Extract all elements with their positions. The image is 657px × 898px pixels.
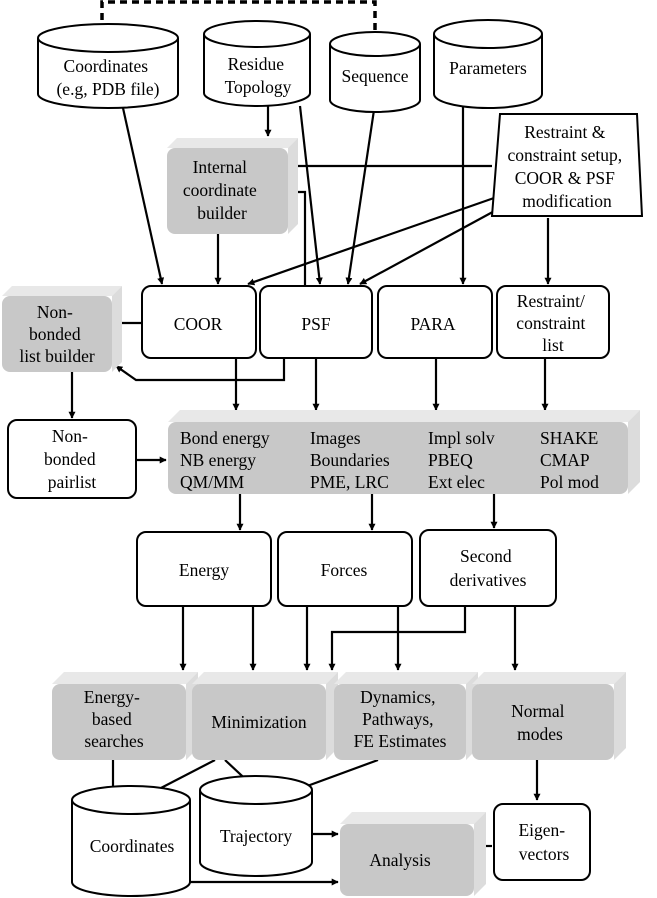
box-para: PARA (377, 285, 493, 359)
cylinder-residue-topology: Residue Topology (203, 20, 311, 107)
box-normal-modes: Normal modes (472, 672, 626, 760)
label-internal-coordinate-builder: Internal coordinate builder (183, 157, 261, 223)
label-nonbonded-pairlist: Non- bonded pairlist (44, 426, 100, 492)
box-second-derivatives: Second derivatives (419, 529, 557, 607)
box-internal-coordinate-builder: Internal coordinate builder (167, 138, 298, 234)
label-coor: COOR (174, 314, 223, 334)
label-parameters: Parameters (449, 58, 527, 78)
label-analysis: Analysis (369, 850, 430, 870)
box-coor: COOR (141, 285, 257, 359)
label-nonbonded-list-builder: Non- bonded list builder (19, 302, 95, 366)
label-eigenvectors: Eigen- vectors (518, 820, 569, 864)
energy-terms-col1: Bond energy NB energy QM/MM (180, 428, 274, 492)
box-psf: PSF (259, 285, 373, 359)
label-restraint-setup: Restraint & constraint setup, COOR & PSF… (507, 122, 626, 211)
label-sequence: Sequence (341, 66, 408, 86)
box-energy: Energy (136, 531, 272, 607)
box-restraint-setup: Restraint & constraint setup, COOR & PSF… (490, 113, 644, 217)
label-coordinates-output: Coordinates (90, 836, 175, 856)
box-energy-terms: Bond energy NB energy QM/MM Images Bound… (168, 410, 640, 494)
box-nonbonded-list-builder: Non- bonded list builder (2, 286, 122, 372)
nodes: Coordinates (e.g, PDB file) Residue Topo… (2, 19, 644, 897)
cylinder-trajectory: Trajectory (199, 775, 313, 877)
edge-psf-nblbuilder (115, 358, 286, 382)
label-trajectory: Trajectory (220, 826, 293, 846)
label-second-derivatives: Second derivatives (450, 546, 527, 590)
cylinder-coordinates-input: Coordinates (e.g, PDB file) (37, 23, 179, 109)
box-analysis: Analysis (340, 812, 486, 896)
label-energy-based-searches: Energy- based searches (84, 687, 144, 751)
label-coordinates-input: Coordinates (e.g, PDB file) (56, 56, 159, 99)
edge-restraint-psf (359, 207, 501, 285)
label-dynamics: Dynamics, Pathways, FE Estimates (354, 687, 447, 751)
label-forces: Forces (321, 560, 368, 580)
edges (68, 0, 552, 886)
label-energy: Energy (179, 560, 229, 580)
cylinder-parameters: Parameters (433, 19, 543, 109)
box-forces: Forces (277, 531, 413, 607)
label-residue-topology: Residue Topology (225, 54, 292, 97)
box-dynamics: Dynamics, Pathways, FE Estimates (334, 672, 478, 760)
box-energy-based-searches: Energy- based searches (52, 672, 198, 760)
label-para: PARA (410, 314, 455, 334)
edge-secderiv-minimization (328, 606, 467, 671)
edge-topology-psf (298, 105, 323, 285)
label-psf: PSF (301, 314, 330, 334)
edge-sequence-psf (345, 109, 376, 285)
energy-terms-col3: Impl solv PBEQ Ext elec (428, 428, 499, 492)
edge-coordinates-sequence-dashed (100, 0, 377, 44)
edge-restraint-coor (247, 196, 495, 286)
box-nonbonded-pairlist: Non- bonded pairlist (7, 419, 137, 499)
label-normal-modes: Normal modes (511, 701, 569, 744)
label-restraint-list: Restraint/ constraint list (516, 291, 589, 355)
cylinder-sequence: Sequence (329, 31, 421, 113)
box-eigenvectors: Eigen- vectors (493, 803, 591, 881)
energy-terms-col2: Images Boundaries PME, LRC (310, 428, 394, 492)
edge-coordinates-coor (121, 107, 165, 285)
energy-terms-col4: SHAKE CMAP Pol mod (540, 428, 603, 492)
cylinder-coordinates-output: Coordinates (71, 785, 191, 897)
label-minimization: Minimization (211, 712, 307, 732)
box-restraint-list: Restraint/ constraint list (496, 285, 610, 359)
box-minimization: Minimization (192, 672, 338, 760)
